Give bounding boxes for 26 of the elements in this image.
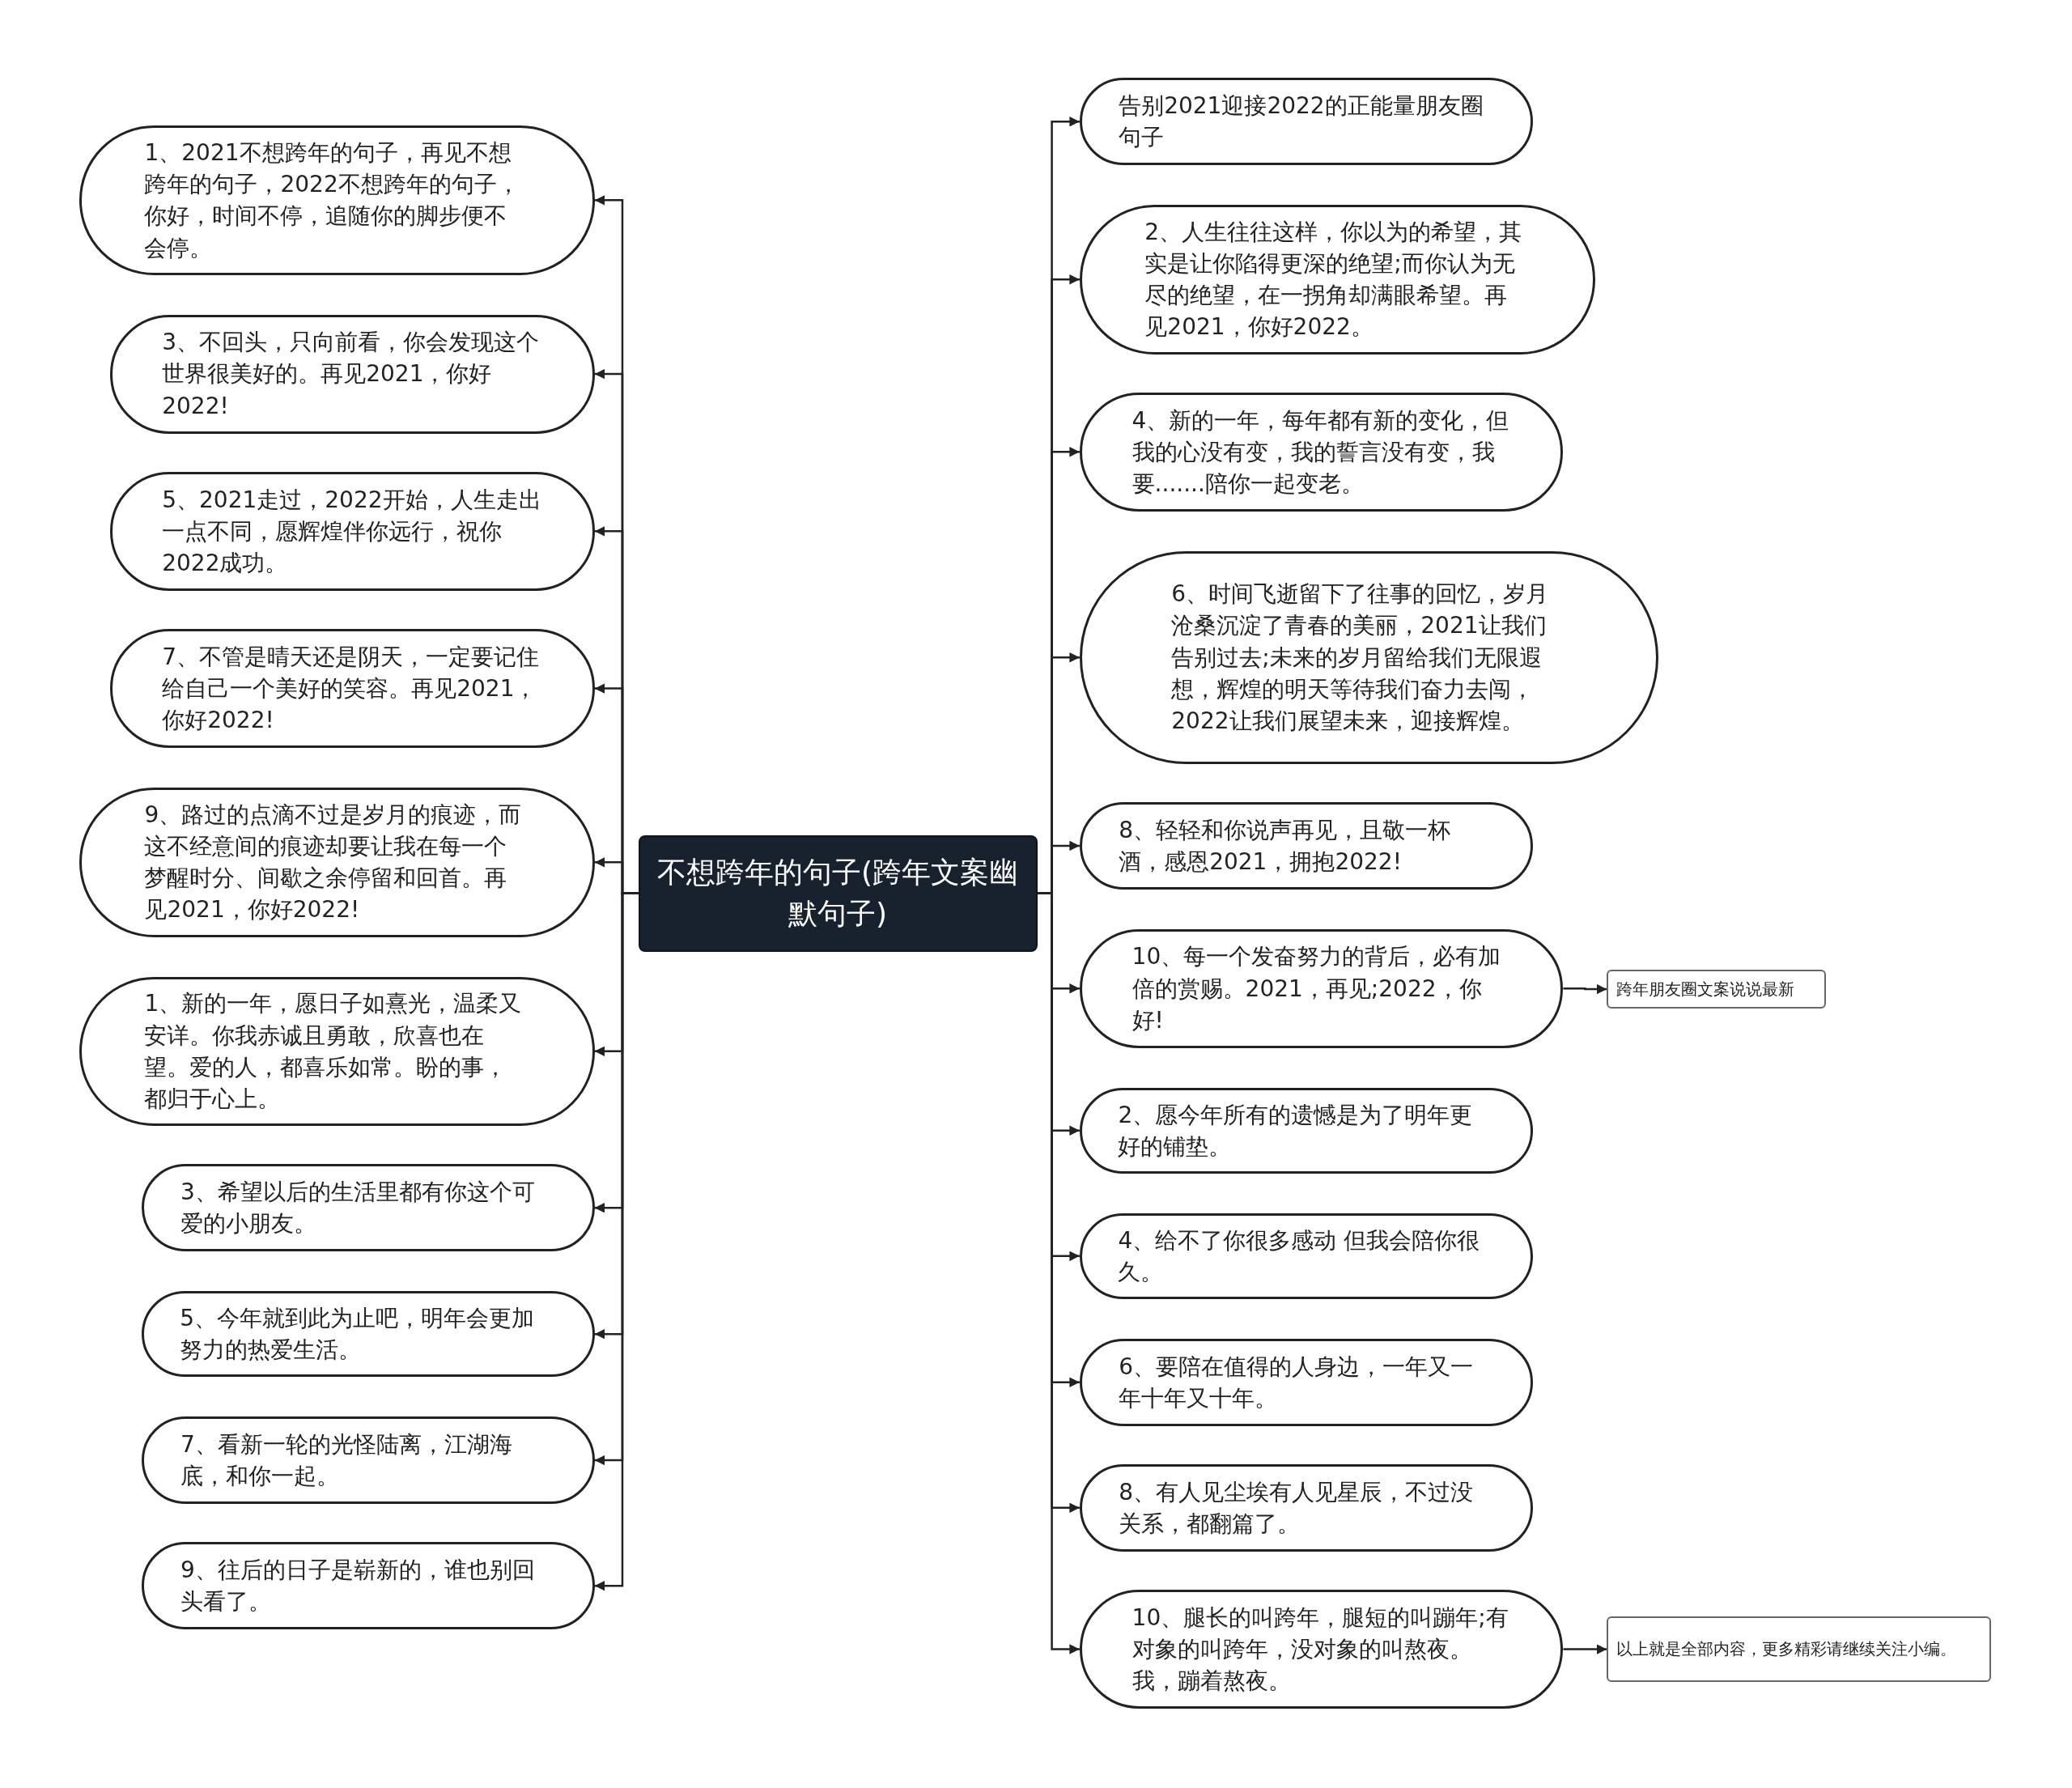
sentence-bubble: 告别2021迎接2022的正能量朋友圈句子 [1079, 78, 1533, 166]
sentence-bubble: 4、新的一年，每年都有新的变化，但我的心没有变，我的誓言没有变，我要.......陪你一起变老。 [1079, 392, 1564, 512]
sentence-bubble: 7、看新一轮的光怪陆离，江湖海底，和你一起。 [141, 1416, 595, 1504]
note-box: 以上就是全部内容，更多精彩请继续关注小编。 [1607, 1616, 1992, 1683]
sentence-bubble: 3、不回头，只向前看，你会发现这个世界很美好的。再见2021，你好2022! [109, 314, 595, 434]
sentence-bubble: 7、不管是晴天还是阴天，一定要记住给自己一个美好的笑容。再见2021，你好2022! [109, 629, 595, 749]
sentence-bubble: 2、愿今年所有的遗憾是为了明年更好的铺垫。 [1079, 1087, 1533, 1174]
sentence-bubble: 9、路过的点滴不过是岁月的痕迹，而这不经意间的痕迹却要让我在每一个梦醒时分、间歇之余停留和回首。再见2021，你好2022! [79, 788, 595, 937]
arrow [1563, 1644, 1607, 1654]
arrow [1563, 983, 1607, 995]
note-box: 跨年朋友圈文案说说最新 [1607, 970, 1827, 1009]
sentence-bubble: 6、时间飞逝留下了往事的回忆，岁月沧桑沉淀了青春的美丽，2021让我们告别过去;未来的岁月留给我们无限遐想，辉煌的明天等待我们奋力去闯，2022让我们展望未来，迎接辉煌。 [1079, 550, 1658, 764]
sentence-bubble: 2、人生往往这样，你以为的希望，其实是让你陷得更深的绝望;而你认为无尽的绝望，在一拐角却满眼希望。再见2021，你好2022。 [1079, 205, 1595, 355]
sentence-bubble: 9、往后的日子是崭新的，谁也别回头看了。 [141, 1542, 595, 1630]
sentence-bubble: 5、今年就到此为止吧，明年会更加努力的热爱生活。 [141, 1291, 595, 1378]
sentence-bubble: 5、2021走过，2022开始，人生走出一点不同，愿辉煌伴你远行，祝你2022成功。 [109, 471, 595, 591]
sentence-bubble: 10、每一个发奋努力的背后，必有加倍的赏赐。2021，再见;2022，你好! [1079, 928, 1564, 1048]
sentence-bubble: 1、2021不想跨年的句子，再见不想跨年的句子，2022不想跨年的句子，你好，时间不停，追随你的脚步便不会停。 [79, 125, 595, 275]
sentence-bubble: 3、希望以后的生活里都有你这个可爱的小朋友。 [141, 1164, 595, 1252]
topic-box: 不想跨年的句子(跨年文案幽默句子) [638, 835, 1038, 952]
sentence-bubble: 4、给不了你很多感动 但我会陪你很久。 [1079, 1213, 1533, 1299]
sentence-bubble: 8、轻轻和你说声再见，且敬一杯酒，感恩2021，拥抱2022! [1079, 802, 1533, 890]
sentence-bubble: 10、腿长的叫跨年，腿短的叫蹦年;有对象的叫跨年，没对象的叫熬夜。我，蹦着熬夜。 [1079, 1590, 1564, 1709]
sentence-bubble: 6、要陪在值得的人身边，一年又一年十年又十年。 [1079, 1338, 1533, 1426]
sentence-bubble: 8、有人见尘埃有人见星辰，不过没关系，都翻篇了。 [1079, 1463, 1533, 1552]
sentence-bubble: 1、新的一年，愿日子如熹光，温柔又安详。你我赤诚且勇敢，欣喜也在望。爱的人，都喜乐如常。盼的事，都归于心上。 [79, 976, 595, 1126]
